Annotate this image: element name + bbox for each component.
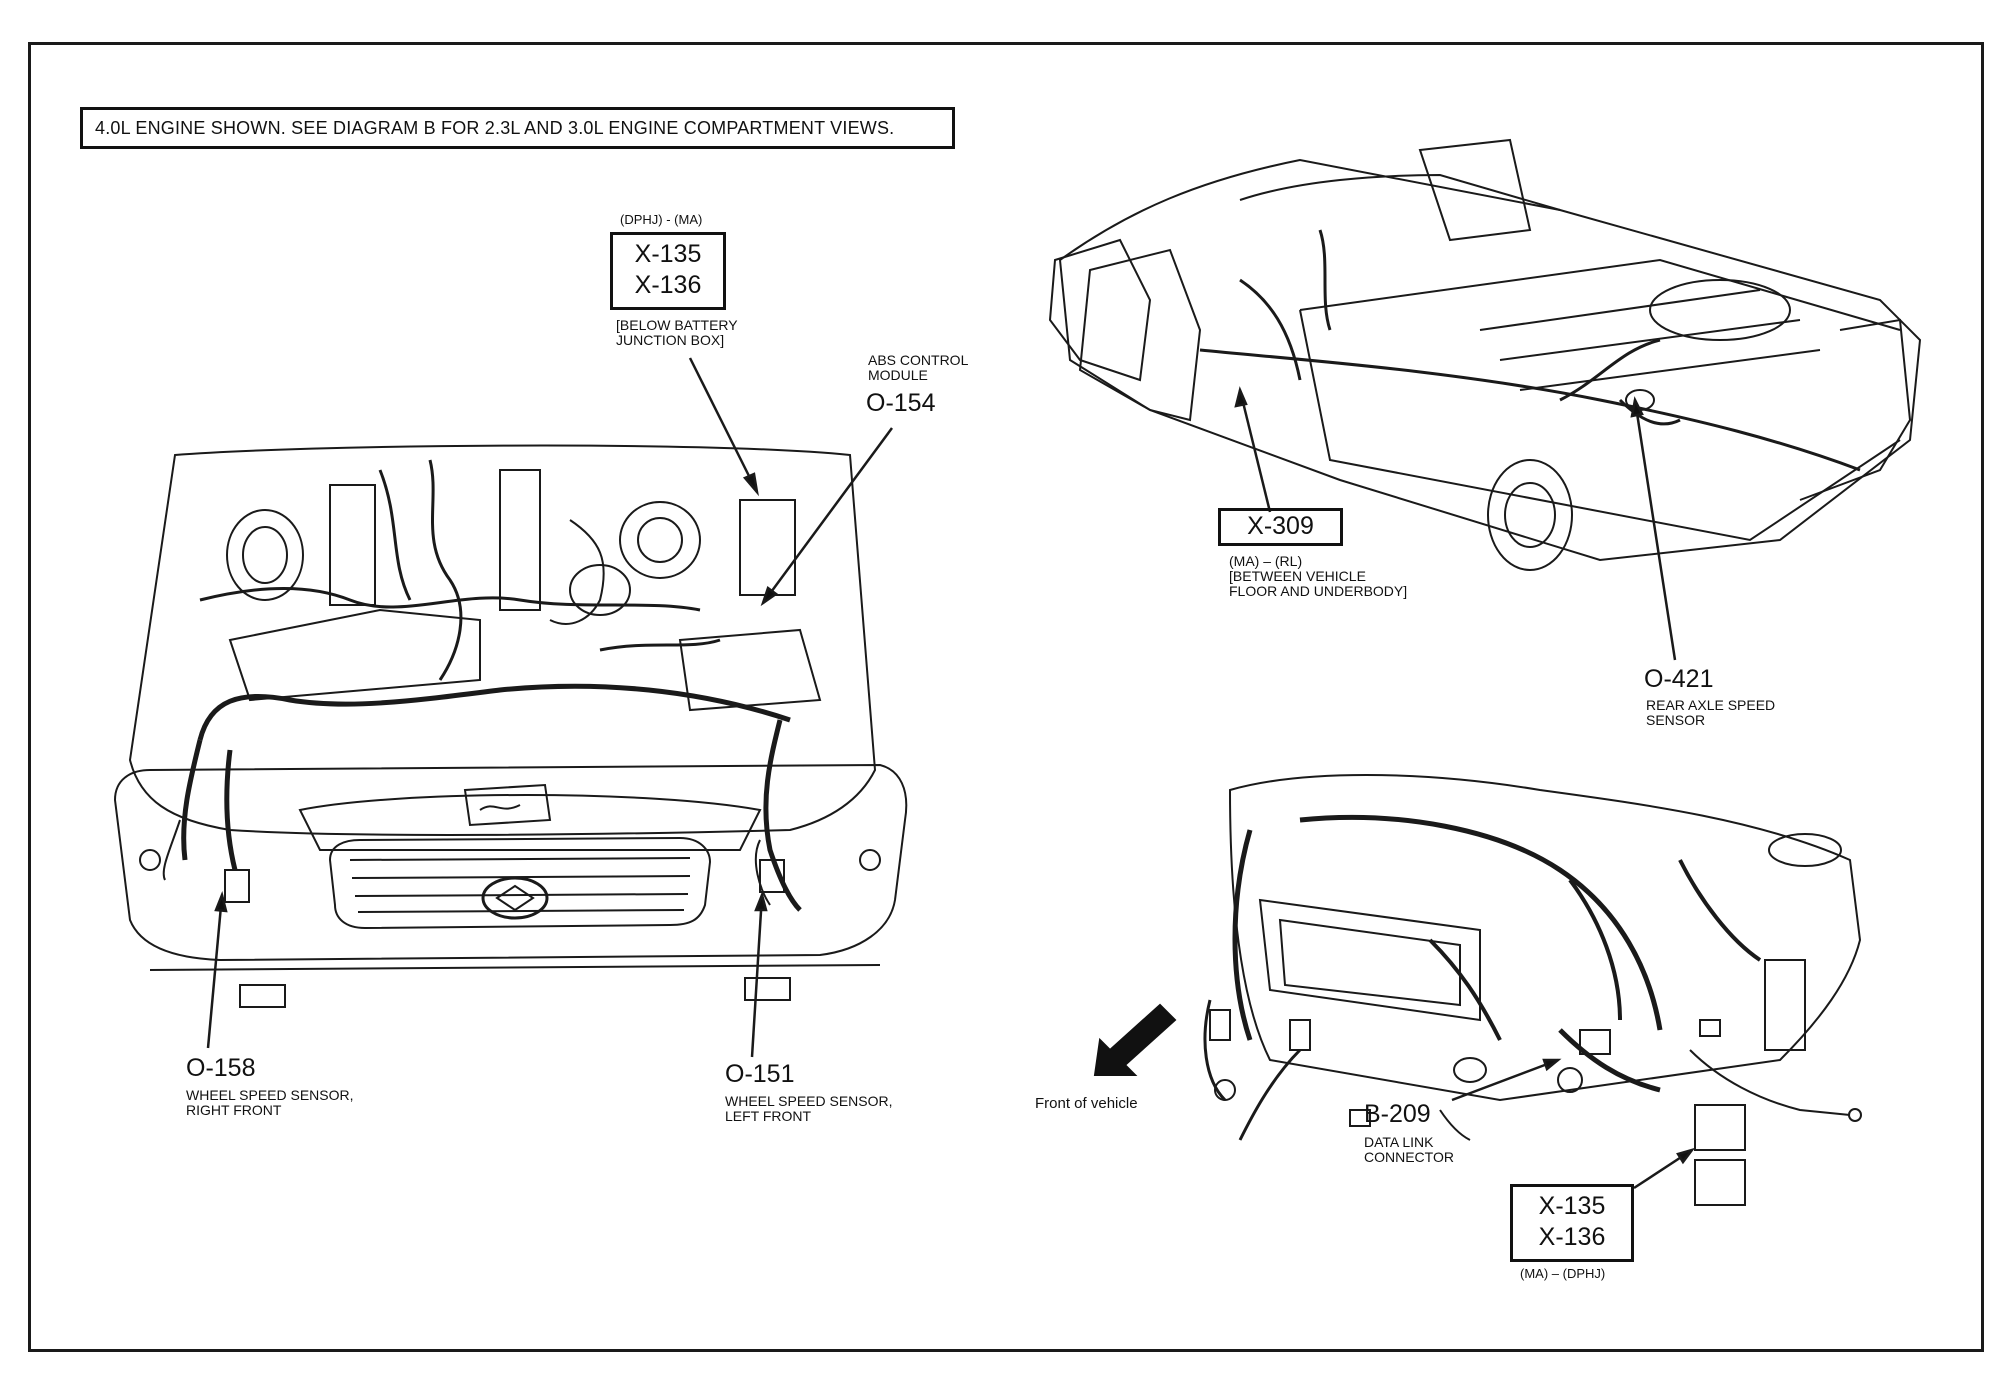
x135-bottom-line1: X-135 xyxy=(1538,1192,1606,1220)
x135-top-desc: [BELOW BATTERY JUNCTION BOX] xyxy=(616,317,738,348)
b209-code: B-209 xyxy=(1364,1100,1431,1128)
dashboard-illustration xyxy=(1205,775,1861,1205)
front-of-vehicle-label: Front of vehicle xyxy=(1035,1095,1138,1112)
o154-desc: ABS CONTROL MODULE xyxy=(868,352,969,383)
truck-illustration xyxy=(1050,140,1920,570)
front-arrow-icon xyxy=(1095,1005,1175,1075)
x135-bottom-box: X-135 X-136 xyxy=(1510,1184,1634,1262)
x309-code: X-309 xyxy=(1247,512,1314,540)
x309-desc: (MA) – (RL) [BETWEEN VEHICLE FLOOR AND U… xyxy=(1229,553,1408,599)
o158-code: O-158 xyxy=(186,1054,256,1082)
x135-top-prefix: (DPHJ) - (MA) xyxy=(620,212,703,227)
o151-desc: WHEEL SPEED SENSOR, LEFT FRONT xyxy=(725,1093,893,1124)
diagram-frame xyxy=(28,42,1984,1352)
header-note: 4.0L ENGINE SHOWN. SEE DIAGRAM B FOR 2.3… xyxy=(80,107,955,149)
o421-desc: REAR AXLE SPEED SENSOR xyxy=(1646,697,1776,728)
o421-code: O-421 xyxy=(1644,665,1714,693)
x309-box: X-309 xyxy=(1218,508,1343,546)
x135-bottom-suffix: (MA) – (DPHJ) xyxy=(1520,1266,1606,1281)
leader-lines xyxy=(208,358,1692,1188)
x135-top-box: X-135 X-136 xyxy=(610,232,726,310)
o158-desc: WHEEL SPEED SENSOR, RIGHT FRONT xyxy=(186,1087,354,1118)
x135-top-line2: X-136 xyxy=(634,271,702,299)
o151-code: O-151 xyxy=(725,1060,795,1088)
x135-bottom-line2: X-136 xyxy=(1538,1223,1606,1251)
engine-compartment-illustration xyxy=(115,446,906,1007)
b209-desc: DATA LINK CONNECTOR xyxy=(1364,1134,1454,1165)
x135-top-line1: X-135 xyxy=(634,240,702,268)
o154-code: O-154 xyxy=(866,389,936,417)
